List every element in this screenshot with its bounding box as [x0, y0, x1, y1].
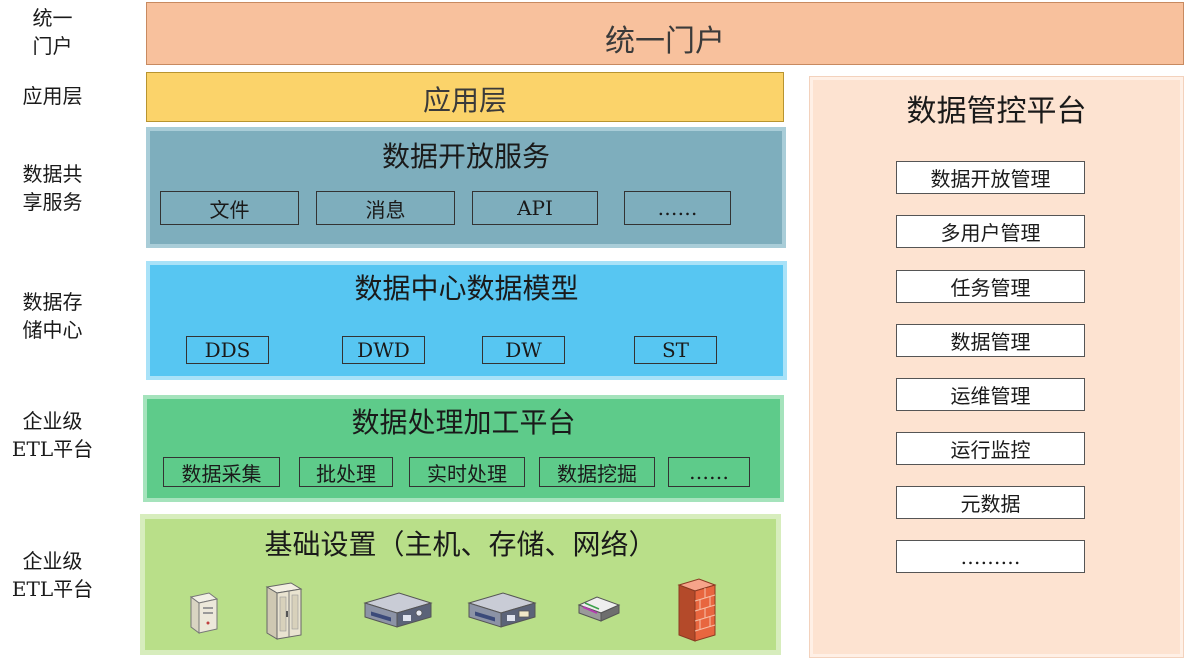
etl-item-collect: 数据采集 — [163, 457, 280, 487]
mgmt-item-monitor: 运行监控 — [896, 432, 1085, 465]
share-item-api: API — [472, 191, 598, 225]
etl-item-more: …… — [668, 457, 750, 487]
etl-item-realtime: 实时处理 — [409, 457, 525, 487]
side-label-share: 数据共 享服务 — [22, 162, 83, 214]
data-management-platform: 数据管控平台 数据开放管理 多用户管理 任务管理 数据管理 运维管理 运行监控 … — [810, 77, 1183, 657]
side-label-etl: 企业级 ETL平台 — [11, 409, 94, 461]
mgmt-item-open-data: 数据开放管理 — [896, 161, 1085, 194]
store-item-st: ST — [634, 336, 717, 364]
portal-band: 统一门户 — [146, 2, 1184, 65]
data-share-band: 数据开放服务 文件 消息 API …… — [146, 127, 786, 248]
side-label-portal: 统一 门户 — [32, 6, 73, 58]
side-label-store: 数据存 储中心 — [22, 290, 83, 342]
etl-title: 数据处理加工平台 — [351, 406, 576, 439]
firewall-icon — [677, 578, 717, 642]
app-layer-title: 应用层 — [422, 84, 507, 117]
etl-item-batch: 批处理 — [299, 457, 393, 487]
switch-icon — [577, 596, 621, 622]
mgmt-item-data: 数据管理 — [896, 324, 1085, 357]
server-icon — [189, 592, 219, 634]
side-label-infra: 企业级 ETL平台 — [11, 549, 94, 601]
store-item-dw: DW — [482, 336, 565, 364]
data-management-title: 数据管控平台 — [906, 94, 1087, 129]
mgmt-item-more: ……… — [896, 540, 1085, 573]
rack-server-icon-2 — [467, 592, 537, 628]
share-item-more: …… — [624, 191, 731, 225]
store-item-dwd: DWD — [342, 336, 425, 364]
rack-server-icon — [363, 592, 433, 628]
mgmt-item-task: 任务管理 — [896, 270, 1085, 303]
share-item-file: 文件 — [160, 191, 299, 225]
data-store-band: 数据中心数据模型 DDS DWD DW ST — [146, 261, 787, 380]
mgmt-item-ops: 运维管理 — [896, 378, 1085, 411]
data-store-title: 数据中心数据模型 — [354, 272, 579, 305]
side-label-app: 应用层 — [22, 84, 83, 108]
app-layer-band: 应用层 — [146, 72, 784, 122]
infra-band: 基础设置（主机、存储、网络） — [140, 514, 781, 655]
store-item-dds: DDS — [186, 336, 269, 364]
etl-item-mining: 数据挖掘 — [539, 457, 655, 487]
data-share-title: 数据开放服务 — [381, 140, 550, 173]
etl-band: 数据处理加工平台 数据采集 批处理 实时处理 数据挖掘 …… — [143, 395, 784, 502]
mgmt-item-multi-user: 多用户管理 — [896, 215, 1085, 248]
portal-title: 统一门户 — [605, 24, 725, 59]
storage-cabinet-icon — [265, 582, 303, 640]
share-item-message: 消息 — [316, 191, 455, 225]
infra-title: 基础设置（主机、存储、网络） — [264, 528, 657, 561]
mgmt-item-metadata: 元数据 — [896, 486, 1085, 519]
